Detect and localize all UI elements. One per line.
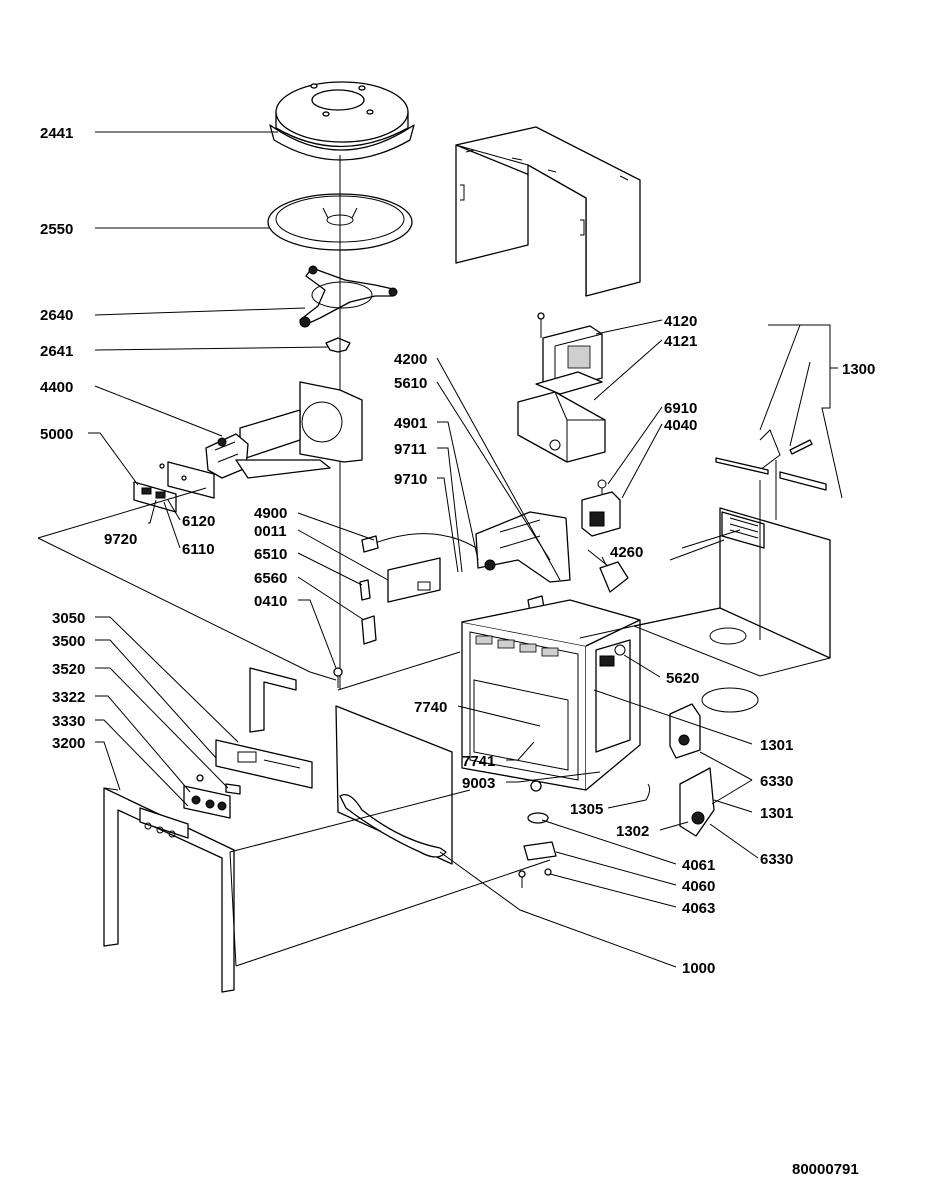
fuse-6510 xyxy=(359,579,371,601)
label-2441: 2441 xyxy=(40,125,73,142)
label-2641: 2641 xyxy=(40,343,73,360)
control-ribbon-3050 xyxy=(249,667,297,733)
label-6330-upper: 6330 xyxy=(760,773,793,790)
diode-4260 xyxy=(599,556,629,593)
label-7741: 7741 xyxy=(462,753,495,770)
high-voltage-transformer-4120 xyxy=(535,312,603,395)
label-5620: 5620 xyxy=(666,670,699,687)
label-4900: 4900 xyxy=(254,505,287,522)
coupler-2641 xyxy=(325,337,351,353)
thermal-switch-6560 xyxy=(361,615,377,645)
transformer-bracket-4121 xyxy=(517,391,606,463)
label-1300: 1300 xyxy=(842,361,875,378)
label-7740: 7740 xyxy=(414,699,447,716)
label-2640: 2640 xyxy=(40,307,73,324)
base-outline-lines xyxy=(37,487,635,967)
keypad-3520 xyxy=(225,783,241,795)
part-number-labels: 2441 2550 2640 2641 4400 5000 9720 6120 … xyxy=(40,125,875,977)
label-3050: 3050 xyxy=(52,610,85,627)
label-9710: 9710 xyxy=(394,471,427,488)
door-hinge-assembly-6330 xyxy=(645,703,715,837)
label-4260: 4260 xyxy=(610,544,643,561)
label-3330: 3330 xyxy=(52,713,85,730)
label-4121: 4121 xyxy=(664,333,697,350)
label-6560: 6560 xyxy=(254,570,287,587)
label-9003: 9003 xyxy=(462,775,495,792)
base-chassis xyxy=(633,507,831,713)
label-4901: 4901 xyxy=(394,415,427,432)
label-5610: 5610 xyxy=(394,375,427,392)
label-6510: 6510 xyxy=(254,546,287,563)
label-6330-lower: 6330 xyxy=(760,851,793,868)
label-4061: 4061 xyxy=(682,857,715,874)
screw-0410 xyxy=(333,667,343,688)
capacitor-4040 xyxy=(581,479,621,537)
label-5000: 5000 xyxy=(40,426,73,443)
label-0011: 0011 xyxy=(254,523,287,540)
label-3200: 3200 xyxy=(52,735,85,752)
front-frame-3200 xyxy=(103,787,235,993)
label-4120: 4120 xyxy=(664,313,697,330)
document-number: 80000791 xyxy=(792,1161,859,1178)
label-9720: 9720 xyxy=(104,531,137,548)
wiring-harness-1300 xyxy=(669,429,827,640)
label-4063: 4063 xyxy=(682,900,715,917)
interlock-bracket-4901 xyxy=(475,511,571,613)
label-2550: 2550 xyxy=(40,221,73,238)
fan-duct-4400 xyxy=(205,381,363,479)
label-6110: 6110 xyxy=(182,541,215,558)
oven-door-1000 xyxy=(335,705,453,865)
power-cord-4900 xyxy=(361,533,493,561)
label-1301-lower: 1301 xyxy=(760,805,793,822)
label-1301-upper: 1301 xyxy=(760,737,793,754)
mounting-plate-0011 xyxy=(387,557,441,603)
outer-cabinet-cover xyxy=(455,126,641,297)
label-3500: 3500 xyxy=(52,633,85,650)
label-6910: 6910 xyxy=(664,400,697,417)
roller-ring-2640 xyxy=(299,265,398,328)
label-4200: 4200 xyxy=(394,351,427,368)
label-1000: 1000 xyxy=(682,960,715,977)
label-4400: 4400 xyxy=(40,379,73,396)
label-4040: 4040 xyxy=(664,417,697,434)
label-9711: 9711 xyxy=(394,441,427,458)
leader-lines xyxy=(88,131,843,968)
label-0410: 0410 xyxy=(254,593,287,610)
control-board-3500 xyxy=(215,739,313,789)
label-4060: 4060 xyxy=(682,878,715,895)
turntable-motor-4061 xyxy=(518,780,557,888)
door-switch-assembly-5000 xyxy=(133,461,215,513)
knob-assembly-3330 xyxy=(183,774,231,819)
label-1305: 1305 xyxy=(570,801,603,818)
label-3322: 3322 xyxy=(52,689,85,706)
label-3520: 3520 xyxy=(52,661,85,678)
label-6120: 6120 xyxy=(182,513,215,530)
turntable-cover-2441 xyxy=(269,81,415,161)
label-1302: 1302 xyxy=(616,823,649,840)
